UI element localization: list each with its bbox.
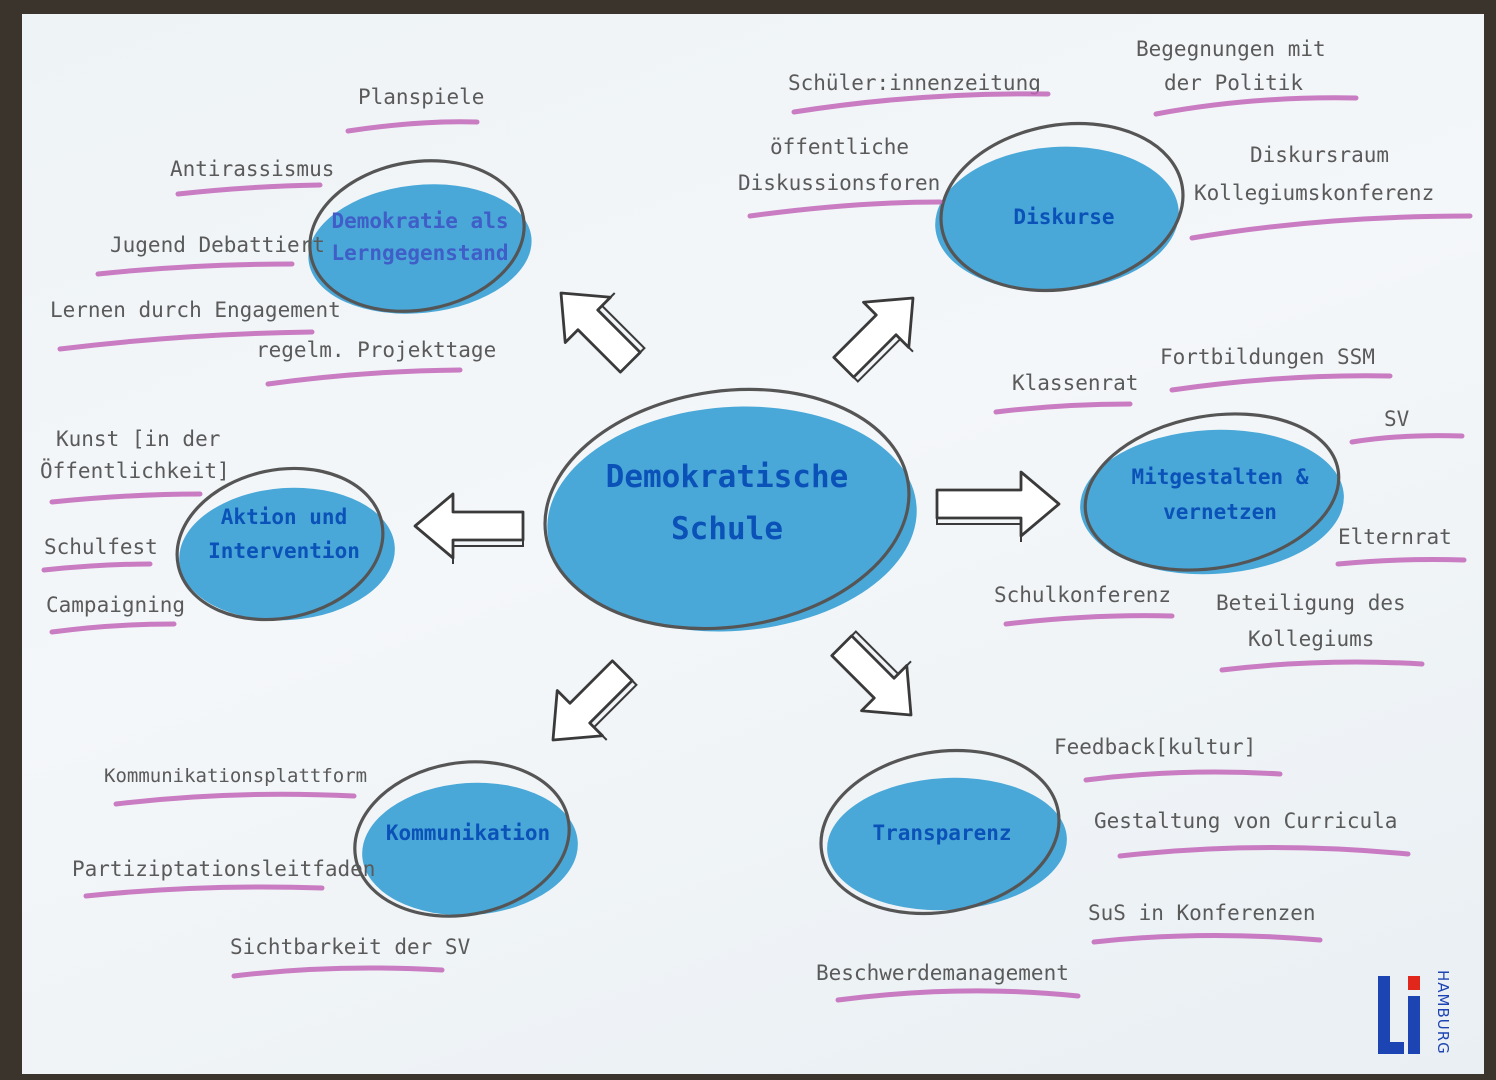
label-kunst-line2: Öffentlichkeit]	[40, 458, 230, 483]
label-sichtbarkeit-text: Sichtbarkeit der SV	[230, 935, 471, 959]
node-mitgestalten-line1: Mitgestalten &	[1131, 465, 1308, 489]
label-lernen-durch-engagement: Lernen durch Engagement	[50, 298, 341, 352]
label-begegnungen-line1: Begegnungen mit	[1136, 37, 1326, 61]
label-diskursraum: Diskursraum Kollegiumskonferenz	[1189, 143, 1473, 241]
label-schulkonferenz: Schulkonferenz	[994, 583, 1175, 627]
label-feedback: Feedback[kultur]	[1054, 735, 1283, 783]
label-fortbildungen-text: Fortbildungen SSM	[1160, 345, 1375, 369]
label-schuelerzeitung: Schüler:innenzeitung	[788, 71, 1051, 115]
label-beschwerde: Beschwerdemanagement	[816, 961, 1081, 1003]
node-lerngegenstand: Demokratie als Lerngegenstand	[308, 159, 532, 314]
li-logo-icon	[1378, 976, 1420, 1054]
mind-map: Demokratische Schule Demokratie als Lern…	[40, 37, 1473, 1003]
label-klassenrat: Klassenrat	[993, 371, 1138, 415]
arrow-down-left	[551, 659, 638, 742]
label-schulkonferenz-text: Schulkonferenz	[994, 583, 1171, 607]
label-beteiligung-line1: Beteiligung des	[1216, 591, 1406, 615]
center-title-line1: Demokratische	[606, 459, 849, 495]
label-feedback-text: Feedback[kultur]	[1054, 735, 1256, 759]
label-schulfest-text: Schulfest	[44, 535, 158, 559]
center-node: Demokratische Schule	[543, 387, 917, 632]
node-aktion-line1: Aktion und	[221, 505, 347, 529]
arrow-right	[935, 470, 1061, 542]
label-curricula-text: Gestaltung von Curricula	[1094, 809, 1397, 833]
arrow-down-right	[830, 630, 913, 717]
node-kommunikation: Kommunikation	[353, 760, 578, 918]
label-kommunikationsplattform: Kommunikationsplattform	[104, 765, 367, 807]
arrow-up-right	[832, 296, 915, 383]
label-schulfest: Schulfest	[41, 535, 158, 573]
label-beteiligung: Beteiligung des Kollegiums	[1216, 591, 1425, 673]
node-mitgestalten-line2: vernetzen	[1163, 500, 1277, 524]
arrow-up-left	[559, 291, 646, 374]
label-diskussionsforen-line2: Diskussionsforen	[738, 171, 940, 195]
label-campaigning: Campaigning	[46, 593, 185, 635]
label-planspiele: Planspiele	[345, 85, 484, 134]
label-elternrat-text: Elternrat	[1338, 525, 1452, 549]
label-diskussionsforen-line1: öffentliche	[770, 135, 909, 159]
label-kunst: Kunst [in der Öffentlichkeit]	[40, 427, 230, 505]
label-projekttage: regelm. Projekttage	[256, 338, 496, 387]
node-lerngegenstand-line1: Demokratie als	[331, 209, 508, 233]
label-lernen-durch-engagement-text: Lernen durch Engagement	[50, 298, 341, 322]
label-beteiligung-line2: Kollegiums	[1248, 627, 1374, 651]
label-diskursraum-line2: Kollegiumskonferenz	[1194, 181, 1434, 205]
label-kunst-line1: Kunst [in der	[56, 427, 220, 451]
label-leitfaden-text: Partiziptationsleitfaden	[72, 857, 375, 881]
node-diskurse: Diskurse	[935, 121, 1185, 293]
label-kommunikationsplattform-text: Kommunikationsplattform	[104, 765, 367, 787]
logo-hamburg-text: HAMBURG	[1434, 970, 1452, 1055]
label-planspiele-text: Planspiele	[358, 85, 484, 109]
li-hamburg-logo: HAMBURG	[1374, 970, 1454, 1060]
node-diskurse-title: Diskurse	[1013, 205, 1114, 229]
label-curricula: Gestaltung von Curricula	[1094, 809, 1411, 859]
center-title-line2: Schule	[671, 511, 783, 547]
label-sv-text: SV	[1384, 407, 1410, 431]
node-transparenz-title: Transparenz	[872, 821, 1011, 845]
label-antirassismus: Antirassismus	[170, 157, 334, 197]
node-mitgestalten: Mitgestalten & vernetzen	[1080, 412, 1344, 575]
label-jugend-debattiert-text: Jugend Debattiert	[110, 233, 325, 257]
label-diskursraum-line1: Diskursraum	[1250, 143, 1389, 167]
label-sv: SV	[1349, 407, 1465, 445]
label-schuelerzeitung-text: Schüler:innenzeitung	[788, 71, 1041, 95]
label-begegnungen-line2: der Politik	[1164, 71, 1303, 95]
node-aktion-line2: Intervention	[208, 539, 360, 563]
label-diskussionsforen: öffentliche Diskussionsforen	[738, 135, 943, 219]
label-elternrat: Elternrat	[1335, 525, 1467, 567]
label-sichtbarkeit: Sichtbarkeit der SV	[230, 935, 471, 979]
label-beschwerde-text: Beschwerdemanagement	[816, 961, 1069, 985]
arrow-left	[413, 492, 525, 564]
label-projekttage-text: regelm. Projekttage	[256, 338, 496, 362]
node-kommunikation-title: Kommunikation	[386, 821, 550, 845]
label-sus-text: SuS in Konferenzen	[1088, 901, 1316, 925]
presentation-screen: Demokratische Schule Demokratie als Lern…	[22, 14, 1484, 1074]
label-leitfaden: Partiziptationsleitfaden	[72, 857, 375, 899]
node-transparenz: Transparenz	[819, 748, 1067, 916]
label-klassenrat-text: Klassenrat	[1012, 371, 1138, 395]
node-lerngegenstand-line2: Lerngegenstand	[331, 241, 508, 265]
label-fortbildungen: Fortbildungen SSM	[1160, 345, 1393, 393]
label-begegnungen: Begegnungen mit der Politik	[1136, 37, 1359, 117]
node-aktion: Aktion und Intervention	[175, 466, 395, 622]
label-campaigning-text: Campaigning	[46, 593, 185, 617]
label-jugend-debattiert: Jugend Debattiert	[95, 233, 325, 277]
label-antirassismus-text: Antirassismus	[170, 157, 334, 181]
label-sus: SuS in Konferenzen	[1088, 901, 1323, 945]
